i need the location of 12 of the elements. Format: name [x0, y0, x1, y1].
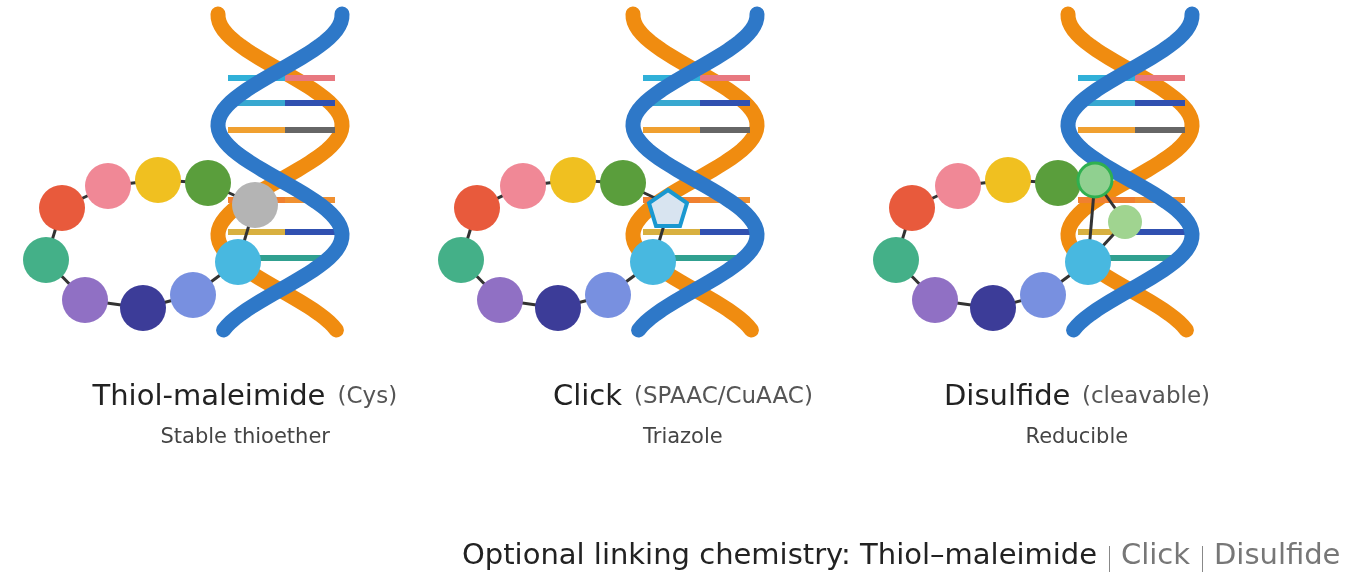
- footer-option: Click: [1121, 537, 1191, 571]
- chemistry-detail: (cleavable): [1082, 382, 1211, 408]
- footer-text: Optional linking chemistry: Thiol–maleimide: [462, 537, 1098, 571]
- bond-description: Triazole: [643, 424, 723, 448]
- chemistry-name: Click: [553, 378, 623, 412]
- chemistry-detail: (SPAAC/CuAAC): [634, 382, 813, 408]
- footer-option: Disulfide: [1214, 537, 1341, 571]
- chemistry-name: Disulfide: [944, 378, 1071, 412]
- bond-description: Reducible: [1025, 424, 1129, 448]
- bond-description: Stable thioether: [160, 424, 330, 448]
- chemistry-name: Thiol-maleimide: [92, 378, 326, 412]
- chemistry-detail: (Cys): [337, 382, 398, 408]
